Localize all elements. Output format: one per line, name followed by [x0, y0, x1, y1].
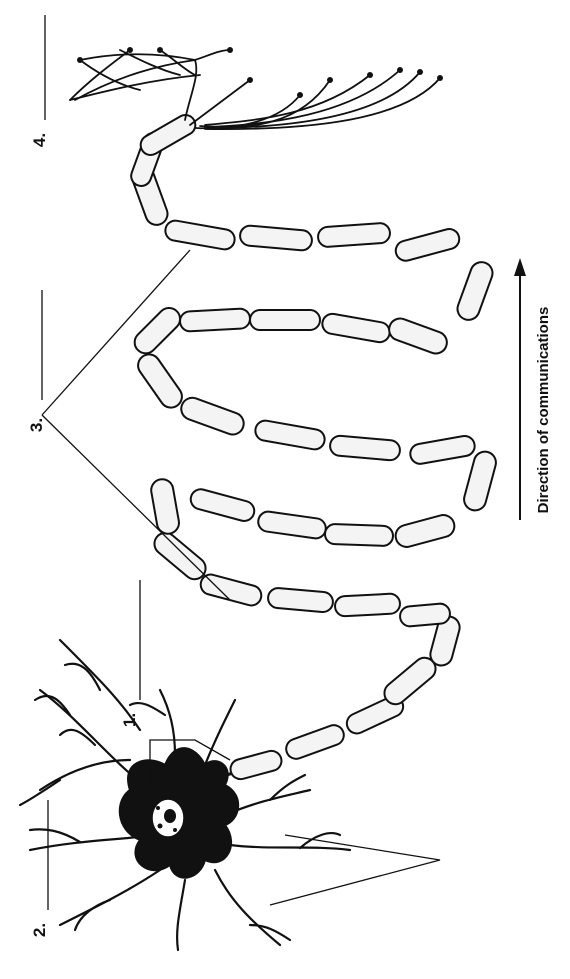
label-3: 3. [27, 418, 46, 432]
cell-body [20, 640, 350, 950]
label-4: 4. [30, 133, 49, 147]
direction-label: Direction of communications [535, 307, 552, 514]
label-1: 1. [120, 713, 139, 727]
axon-terminals [70, 50, 440, 129]
myelinated-axon [128, 111, 498, 781]
label-2: 2. [30, 923, 49, 937]
direction-arrow [514, 258, 526, 520]
